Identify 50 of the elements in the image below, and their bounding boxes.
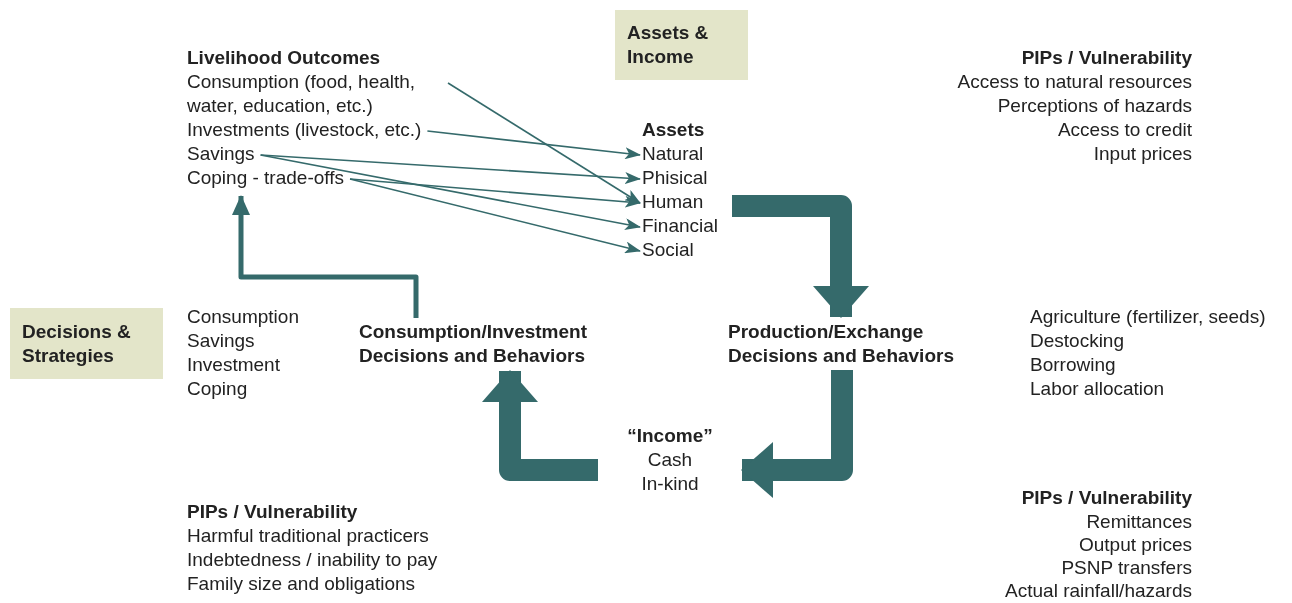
list-item: Phisical bbox=[642, 166, 708, 190]
section-heading: PIPs / Vulnerability bbox=[1021, 46, 1192, 70]
stage-label: Production/Exchange Decisions and Behaviors bbox=[728, 320, 988, 368]
list-item: Consumption (food, health, water, education, etc.) bbox=[187, 70, 442, 118]
list-item: Harmful traditional practicers bbox=[187, 524, 429, 548]
list-item: Coping bbox=[187, 377, 248, 401]
list-item: Investment bbox=[187, 353, 280, 377]
list-item: Investments (livestock, etc.) bbox=[187, 118, 422, 142]
list-item: Agriculture (fertilizer, seeds) bbox=[1030, 305, 1266, 329]
list-item: Savings bbox=[187, 329, 255, 353]
list-item: Remittances bbox=[1086, 510, 1192, 534]
list-item: Human bbox=[642, 190, 704, 214]
list-item: Access to credit bbox=[1057, 118, 1192, 142]
list-item: Output prices bbox=[1079, 533, 1192, 557]
block-arrow bbox=[732, 195, 869, 318]
list-item: Natural bbox=[642, 142, 704, 166]
list-item: Social bbox=[642, 238, 694, 262]
list-item: Coping - trade-offs bbox=[187, 166, 344, 190]
arrow bbox=[259, 154, 641, 185]
list-item: Actual rainfall/hazards bbox=[1005, 579, 1192, 603]
arrow bbox=[259, 154, 641, 231]
list-item: Borrowing bbox=[1030, 353, 1116, 377]
list-item: Consumption bbox=[187, 305, 299, 329]
arrow bbox=[349, 178, 641, 208]
block-arrow bbox=[482, 370, 598, 481]
section-heading: PIPs / Vulnerability bbox=[187, 500, 358, 524]
category-tag: Assets & Income bbox=[615, 10, 748, 80]
list-item: Destocking bbox=[1030, 329, 1124, 353]
list-item: Input prices bbox=[1093, 142, 1192, 166]
section-heading: PIPs / Vulnerability bbox=[1021, 486, 1192, 510]
list-item: Financial bbox=[642, 214, 719, 238]
income-item: In-kind bbox=[641, 472, 699, 496]
list-item: PSNP transfers bbox=[1061, 556, 1192, 580]
group-heading: Livelihood Outcomes bbox=[187, 46, 381, 70]
list-item: Perceptions of hazards bbox=[997, 94, 1192, 118]
list-item: Family size and obligations bbox=[187, 572, 416, 596]
income-item: Cash bbox=[647, 448, 693, 472]
arrow bbox=[426, 130, 641, 160]
list-item: Indebtedness / inability to pay bbox=[187, 548, 438, 572]
income-heading: “Income” bbox=[627, 424, 713, 448]
category-tag: Decisions & Strategies bbox=[10, 308, 163, 379]
arrow bbox=[349, 178, 641, 254]
group-heading: Assets bbox=[642, 118, 705, 142]
list-item: Savings bbox=[187, 142, 255, 166]
stage-label: Consumption/Investment Decisions and Behaviors bbox=[359, 320, 629, 368]
block-arrow bbox=[741, 370, 853, 498]
arrow bbox=[447, 82, 641, 204]
list-item: Access to natural resources bbox=[957, 70, 1192, 94]
block-arrow bbox=[232, 195, 419, 318]
list-item: Labor allocation bbox=[1030, 377, 1165, 401]
